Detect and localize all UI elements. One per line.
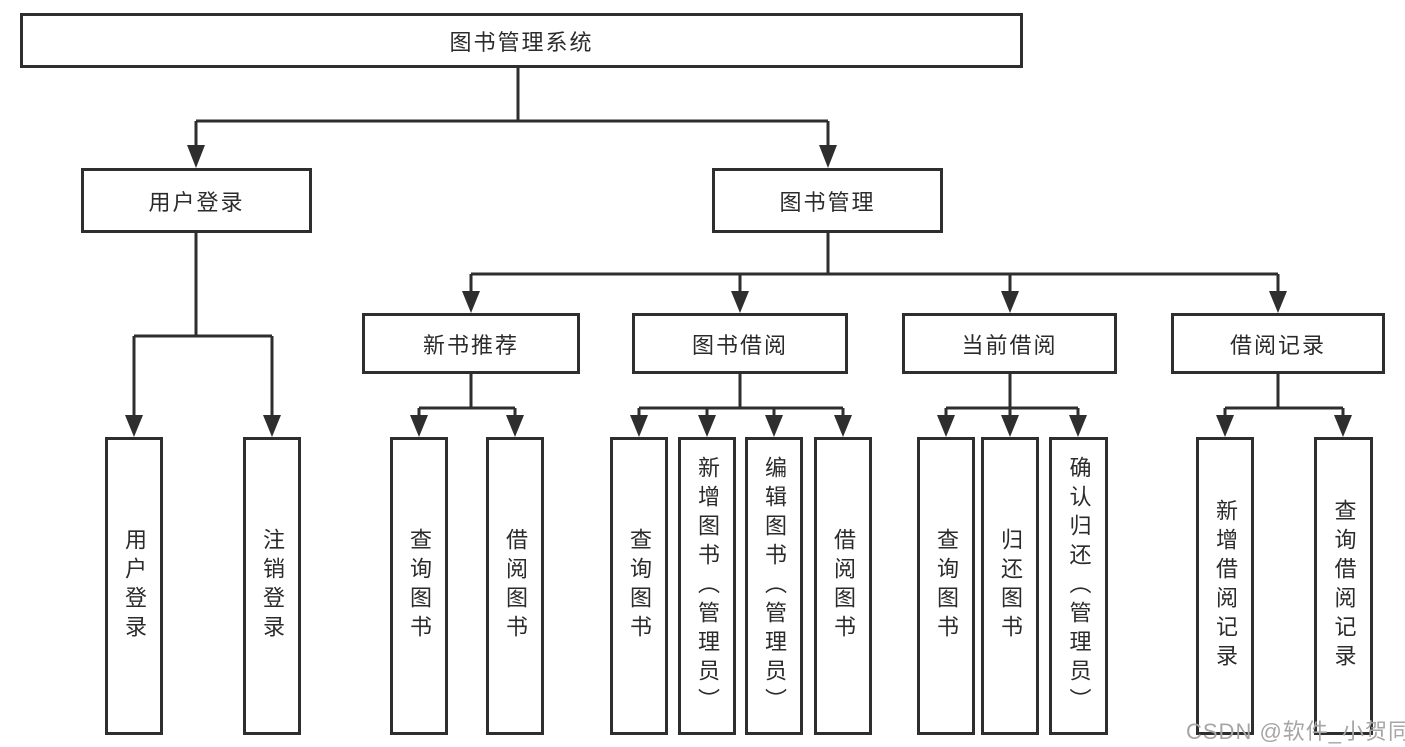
node-user-login-label: 用户登录 <box>148 189 245 215</box>
node-borrow-record: 借阅记录 <box>1171 313 1385 374</box>
node-book-borrow-label: 图书借阅 <box>691 332 788 358</box>
connector-current-borrow <box>944 374 1080 417</box>
leaf-borrow-books-1-label: 借阅图书 <box>503 528 528 644</box>
leaf-add-borrow-record: 新增借阅记录 <box>1196 437 1254 735</box>
node-root-label: 图书管理系统 <box>449 29 594 55</box>
leaf-query-books-2-label: 查询图书 <box>627 528 652 644</box>
leaf-logout: 注销登录 <box>243 437 301 735</box>
node-root: 图书管理系统 <box>20 13 1023 68</box>
connector-book-management <box>469 233 1280 293</box>
leaf-return-books: 归还图书 <box>981 437 1039 735</box>
leaf-query-books-1: 查询图书 <box>390 437 448 735</box>
connector-new-book <box>417 374 517 417</box>
leaf-edit-books-admin: 编辑图书（管理员） <box>745 437 803 735</box>
leaf-query-books-1-label: 查询图书 <box>407 528 432 644</box>
node-current-borrow: 当前借阅 <box>902 313 1117 374</box>
leaf-confirm-return-admin: 确认归还（管理员） <box>1049 437 1108 735</box>
leaf-return-books-label: 归还图书 <box>998 528 1023 644</box>
leaf-edit-books-admin-label: 编辑图书（管理员） <box>762 455 787 717</box>
node-book-management-label: 图书管理 <box>779 189 876 215</box>
leaf-query-borrow-record: 查询借阅记录 <box>1314 437 1373 735</box>
leaf-borrow-books-2-label: 借阅图书 <box>831 528 856 644</box>
node-book-borrow: 图书借阅 <box>632 313 848 374</box>
node-user-login: 用户登录 <box>81 168 312 233</box>
node-borrow-record-label: 借阅记录 <box>1229 332 1326 358</box>
leaf-query-books-3-label: 查询图书 <box>934 528 959 644</box>
node-current-borrow-label: 当前借阅 <box>961 332 1058 358</box>
leaf-query-books-3: 查询图书 <box>917 437 975 735</box>
leaf-confirm-return-admin-label: 确认归还（管理员） <box>1066 455 1092 717</box>
connector-borrow-record <box>1223 374 1345 417</box>
leaf-query-borrow-record-label: 查询借阅记录 <box>1331 499 1357 673</box>
leaf-add-books-admin: 新增图书（管理员） <box>678 437 736 735</box>
leaf-borrow-books-1: 借阅图书 <box>486 437 544 735</box>
connector-root <box>194 68 830 147</box>
node-new-book-recommend-label: 新书推荐 <box>422 332 519 358</box>
connector-book-borrow <box>637 374 845 417</box>
leaf-logout-label: 注销登录 <box>260 528 285 644</box>
leaf-user-login-label: 用户登录 <box>122 528 147 644</box>
leaf-query-books-2: 查询图书 <box>610 437 668 735</box>
leaf-user-login: 用户登录 <box>105 437 163 735</box>
leaf-add-borrow-record-label: 新增借阅记录 <box>1213 499 1238 673</box>
node-book-management: 图书管理 <box>712 168 943 233</box>
leaf-borrow-books-2: 借阅图书 <box>814 437 872 735</box>
connector-user-login <box>132 233 274 417</box>
leaf-add-books-admin-label: 新增图书（管理员） <box>695 455 720 717</box>
csdn-watermark: CSDN @软件_小贺同学 <box>1186 719 1405 744</box>
node-new-book-recommend: 新书推荐 <box>362 313 580 374</box>
